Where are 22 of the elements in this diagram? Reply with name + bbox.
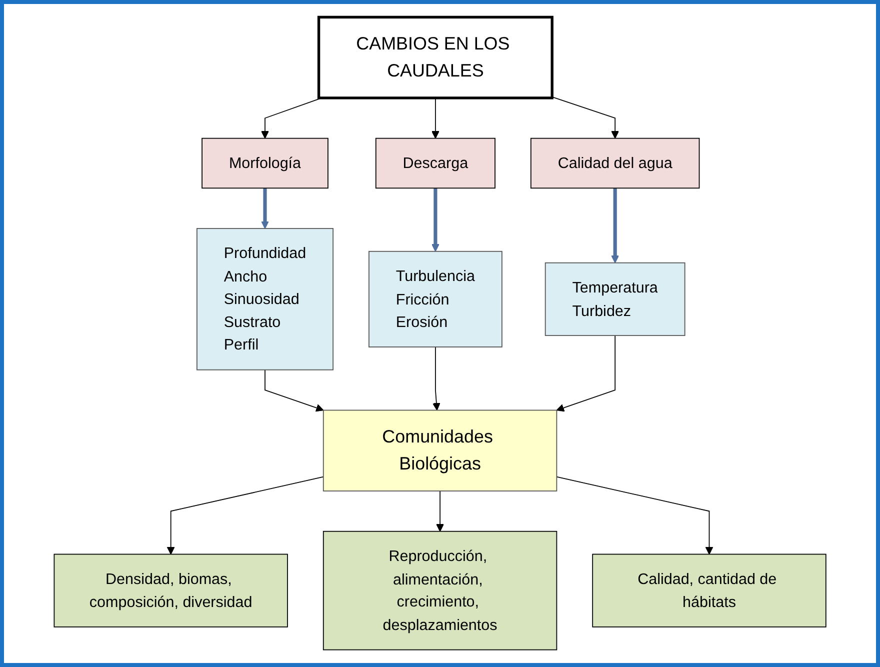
- node-box: Reproducción, alimentación, crecimiento, desplazamientos: [322, 530, 558, 650]
- arrow: [556, 335, 616, 412]
- node-box: Calidad, cantidad de hábitats: [592, 554, 826, 628]
- node-box: CAMBIOS EN LOS CAUDALES: [317, 16, 554, 100]
- node-box: Comunidades Biológicas: [322, 410, 558, 492]
- arrow: [166, 476, 324, 555]
- arrow: [552, 96, 619, 139]
- arrow: [611, 188, 619, 264]
- arrow: [556, 476, 714, 555]
- node-box: Profundidad Ancho Sinuosidad Sustrato Perfil: [196, 228, 334, 370]
- arrow: [431, 188, 440, 252]
- node-box: Morfología: [202, 138, 328, 189]
- node-box: Temperatura Turbidez: [544, 262, 686, 336]
- arrow: [261, 188, 269, 229]
- node-box: Densidad, biomas, composición, diversidad: [54, 554, 288, 628]
- node-box: Calidad del agua: [530, 138, 700, 189]
- node-box: Descarga: [375, 138, 496, 189]
- arrow: [431, 98, 440, 139]
- arrow: [432, 346, 440, 411]
- arrow: [436, 490, 444, 532]
- arrow: [264, 369, 324, 412]
- node-box: Turbulencia Fricción Erosión: [368, 250, 502, 348]
